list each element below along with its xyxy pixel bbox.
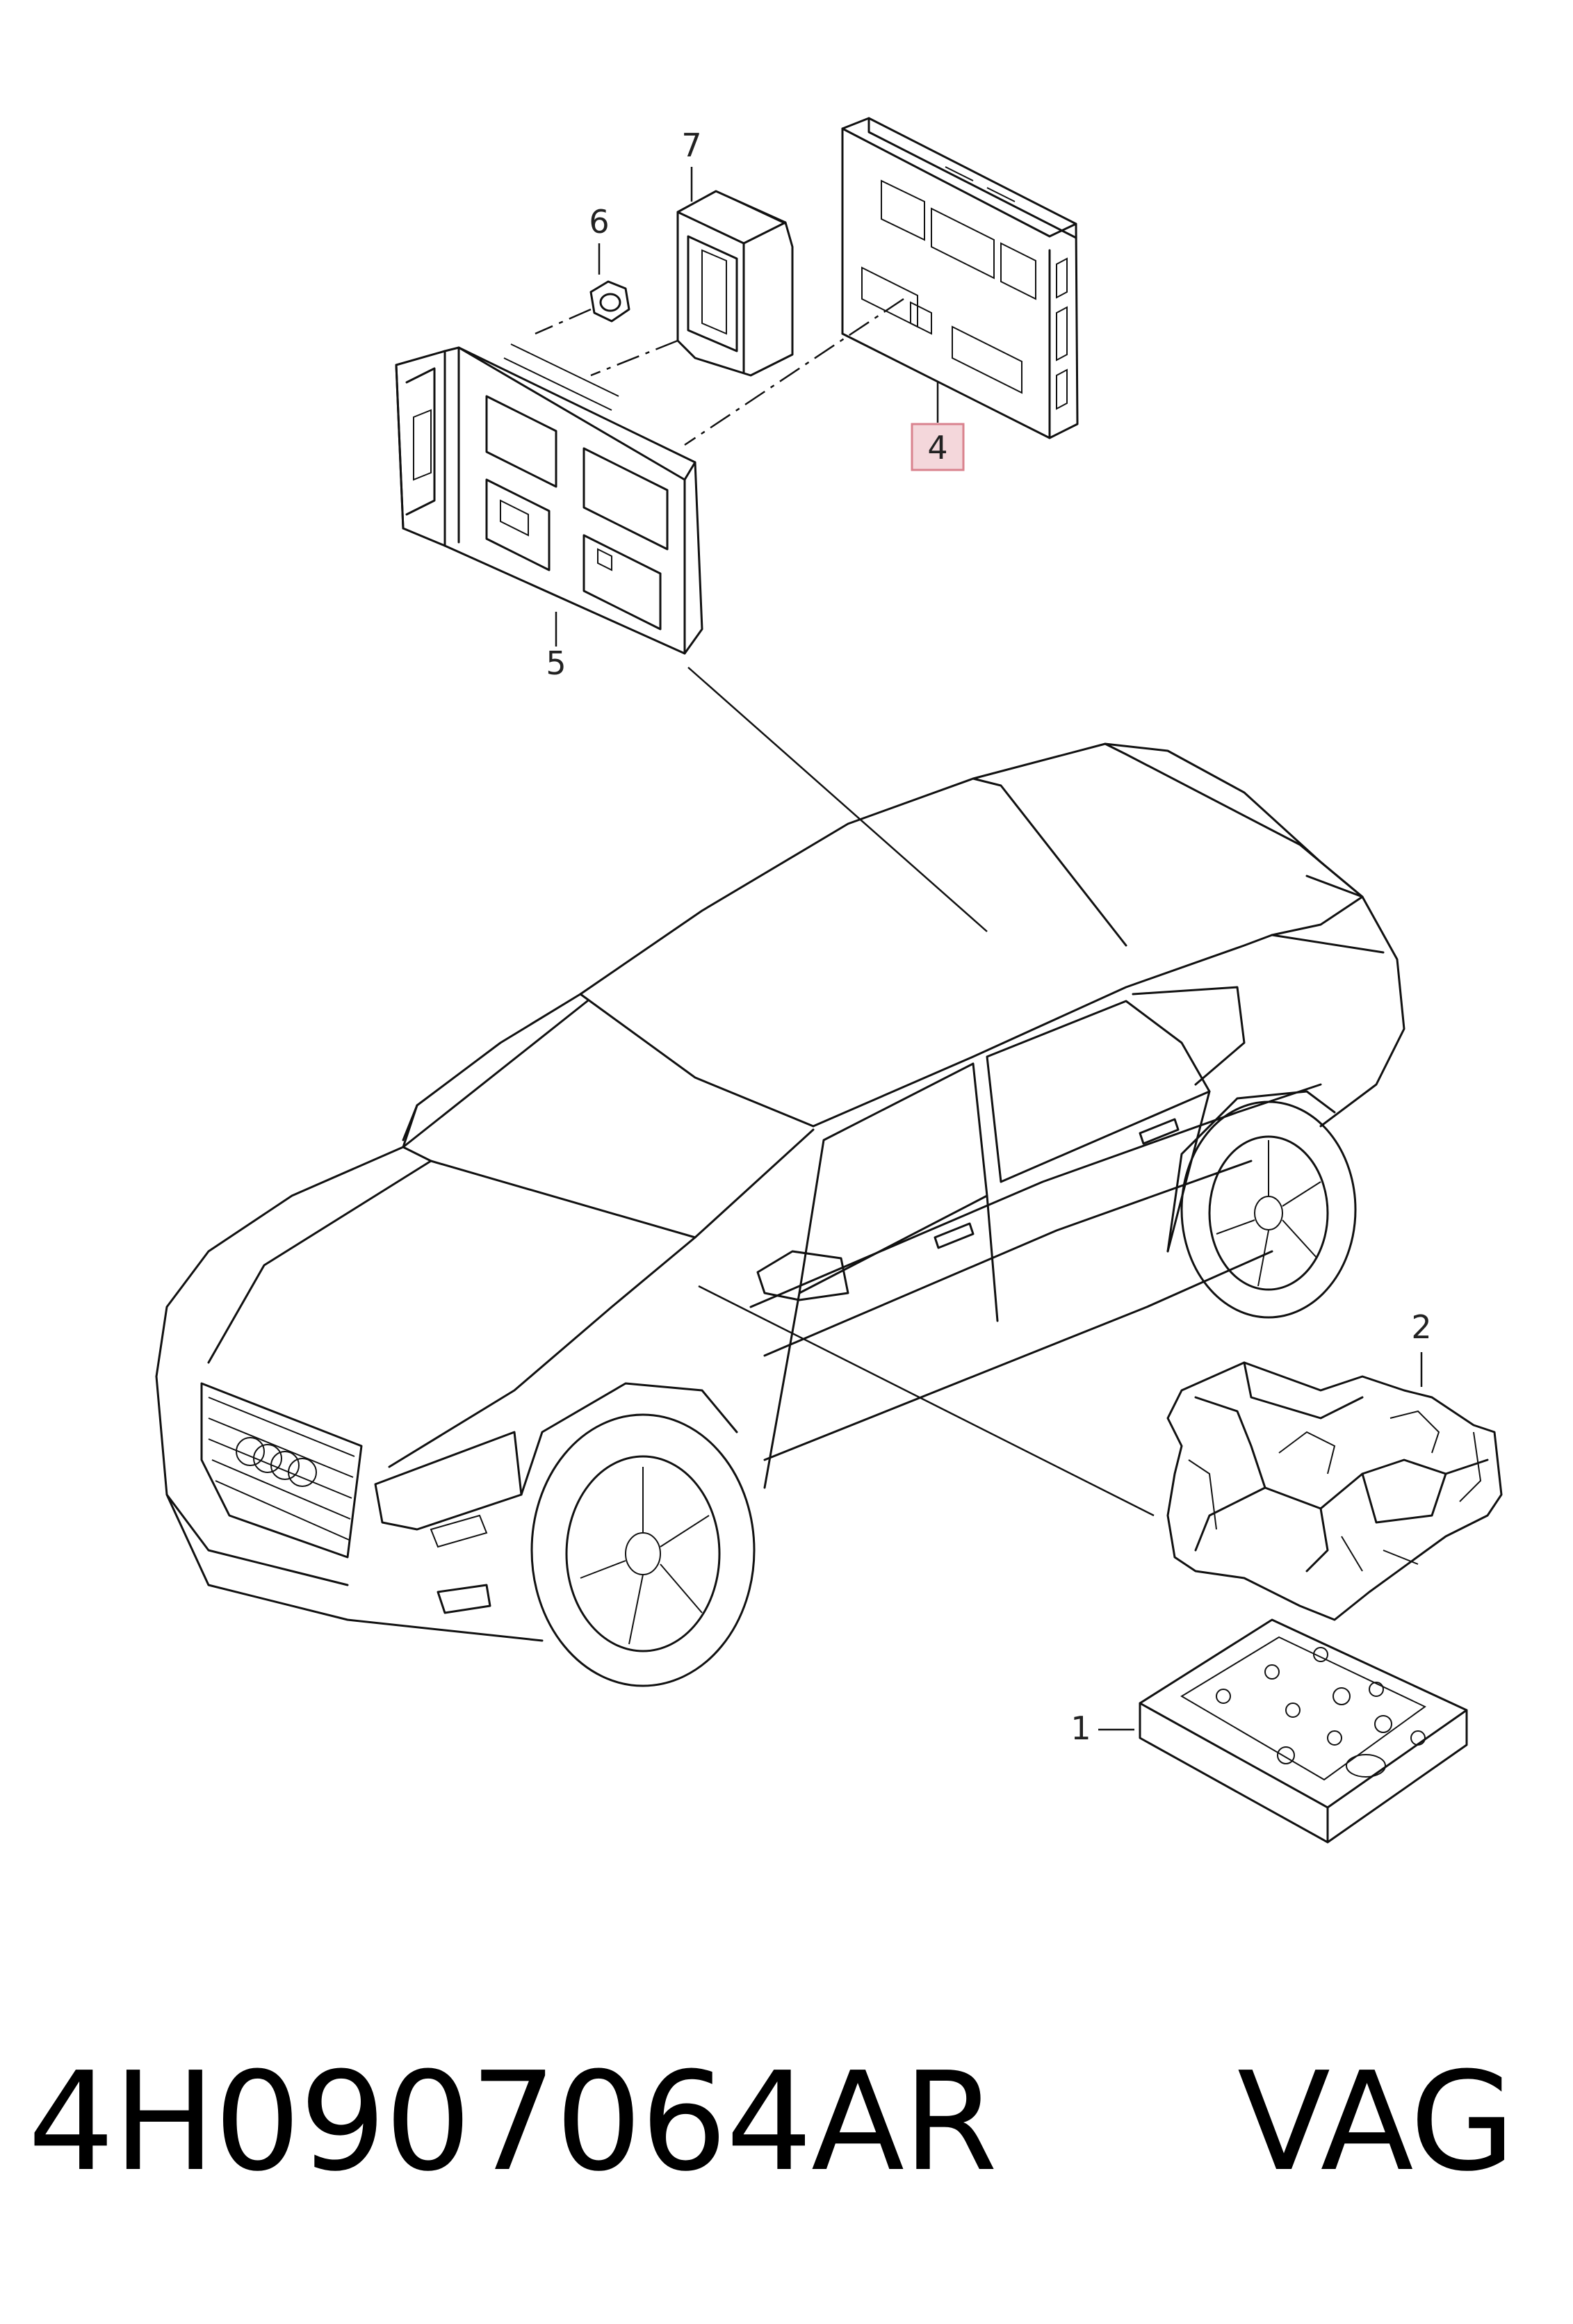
assembly-line-7 xyxy=(590,339,678,377)
mounting-bracket-part-5[interactable] xyxy=(395,343,703,655)
nut-part-6[interactable] xyxy=(589,280,630,323)
callout-2-label[interactable]: 2 xyxy=(1411,1308,1431,1346)
battery-tray-part-2[interactable] xyxy=(1166,1361,1503,1621)
leader-bracket-to-car xyxy=(687,667,988,932)
front-wheel xyxy=(530,1413,756,1687)
vehicle-illustration xyxy=(155,742,1405,1687)
callout-6-label[interactable]: 6 xyxy=(589,203,609,241)
control-module-part-4[interactable] xyxy=(841,117,1079,439)
callout-7-label[interactable]: 7 xyxy=(681,127,701,164)
callout-4-highlight xyxy=(911,423,965,471)
assembly-line-6 xyxy=(535,308,592,335)
callout-4-label[interactable]: 4 xyxy=(927,429,947,466)
part-number: 4H0907064AR xyxy=(28,2043,997,2202)
assembly-line-4 xyxy=(684,298,904,446)
callout-1-label[interactable]: 1 xyxy=(1070,1709,1091,1747)
rear-wheel xyxy=(1180,1100,1357,1319)
brand-name: VAG xyxy=(1237,2043,1515,2202)
connector-housing-part-7[interactable] xyxy=(676,190,794,377)
mat-part-1[interactable] xyxy=(1139,1618,1468,1844)
leader-car-to-part-2 xyxy=(698,1285,1155,1517)
callout-5-label[interactable]: 5 xyxy=(546,644,566,682)
